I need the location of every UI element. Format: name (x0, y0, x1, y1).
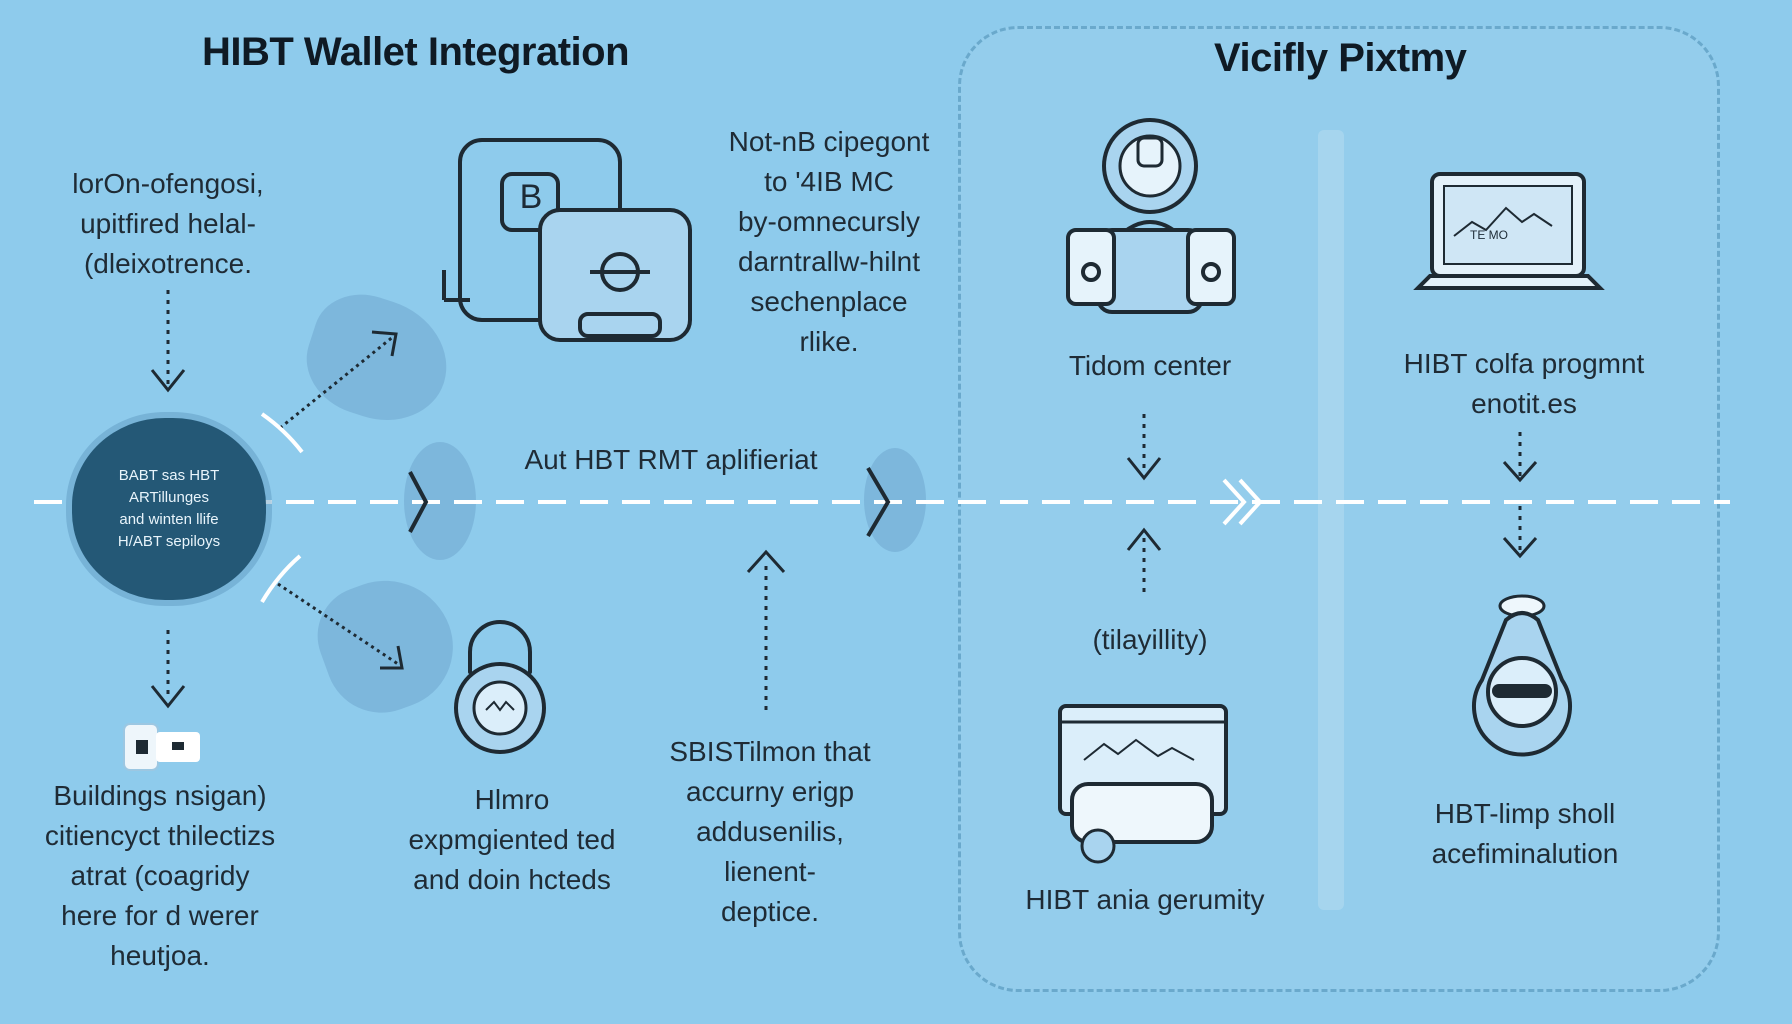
panel-title: Vicifly Pixtmy (1214, 36, 1467, 80)
hub-label: BABT sas HBT ARTillunges and winten llif… (117, 467, 221, 550)
hub-node: BABT sas HBT ARTillunges and winten llif… (72, 418, 266, 600)
operator-icon (1066, 118, 1236, 314)
bottom-mid-description: SBISTilmon that accurny erigp addusenili… (669, 736, 871, 927)
padlock-icon (454, 620, 546, 754)
stability-label: (tilayillity) (1092, 624, 1208, 655)
key-fob-icon (1472, 594, 1572, 757)
left-description: lorOn-ofengosi, upitfired helal- (dleixo… (72, 168, 264, 279)
wallet-badge: B (519, 178, 543, 216)
laptop-label: HIBT colfa progmnt enotit.es (1403, 348, 1645, 419)
laptop-screen-text: TE MO (1470, 228, 1508, 242)
panel-divider (1318, 130, 1344, 910)
card-icon (123, 723, 200, 771)
page-title: HIBT Wallet Integration (202, 30, 630, 74)
laptop-icon (1413, 172, 1605, 290)
lock-description: Hlmro expmgiented ted and doin hcteds (408, 784, 616, 895)
flow-label: Aut HBT RMT aplifieriat (524, 444, 818, 475)
bottom-left-description: Buildings nsigan) citiencyct thilectizs … (44, 780, 276, 971)
tidom-center-label: Tidom center (1068, 350, 1232, 381)
top-description: Not-nB cipegont to '4IB MC by-omnecursly… (728, 126, 930, 357)
device-label: HBT-limp sholl acefiminalution (1431, 798, 1619, 869)
wallet-icon (442, 138, 692, 342)
monitor-icon (1058, 704, 1228, 864)
monitor-label: HIBT ania gerumity (1025, 884, 1265, 915)
